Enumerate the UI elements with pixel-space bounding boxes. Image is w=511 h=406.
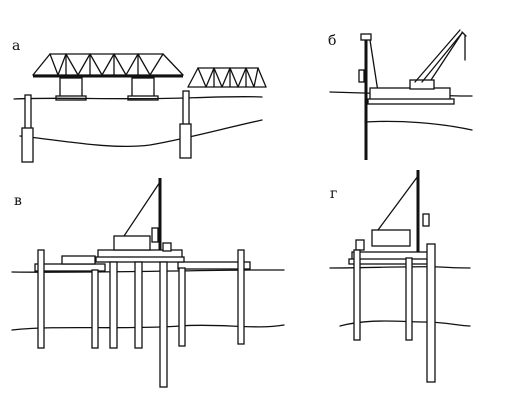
panel-v: в xyxy=(11,178,285,388)
piles-g xyxy=(353,243,436,383)
truss-span-large xyxy=(32,53,184,78)
crane-b xyxy=(409,29,467,90)
riverbed-g xyxy=(339,320,471,327)
water-surface-a xyxy=(13,95,263,100)
float-support-left xyxy=(55,77,87,101)
panel-label-g: г xyxy=(330,186,337,202)
piles-v xyxy=(37,249,245,388)
panel-b: б xyxy=(328,29,473,160)
pier-right-a xyxy=(179,90,192,159)
panel-label-a: а xyxy=(12,38,20,54)
water-surface-v xyxy=(11,269,285,273)
float-support-right xyxy=(127,77,159,101)
water-surface-g xyxy=(329,266,471,269)
panel-label-b: б xyxy=(328,33,336,49)
deck-right-v xyxy=(177,261,251,270)
panel-label-v: в xyxy=(14,193,22,209)
panel-g: г xyxy=(329,170,471,383)
pier-left-a xyxy=(21,94,34,163)
panel-a: а xyxy=(12,38,267,163)
riverbed-a xyxy=(19,119,263,147)
riverbed-b xyxy=(364,120,473,131)
truss-span-small xyxy=(187,67,267,88)
